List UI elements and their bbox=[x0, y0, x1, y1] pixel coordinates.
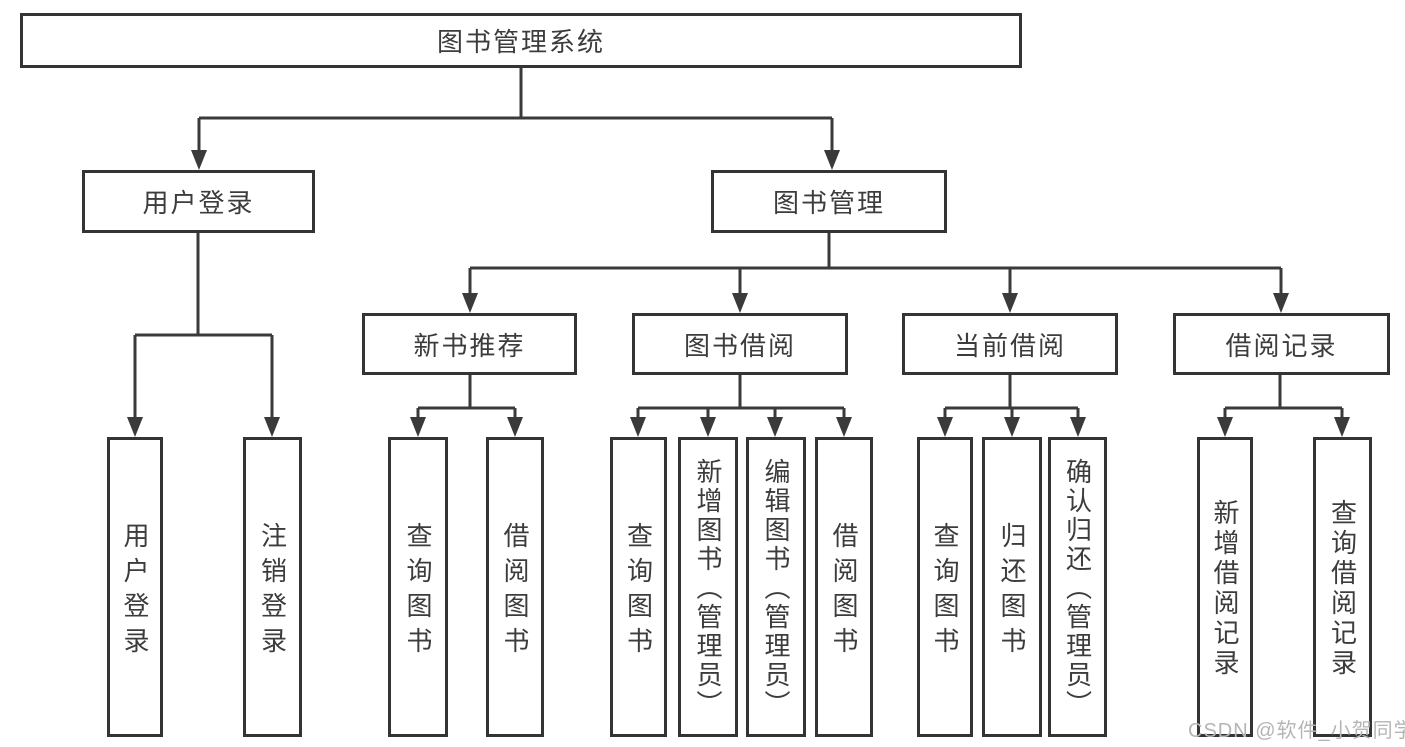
leaf-borrow-book-recommend: 借阅图书 bbox=[486, 437, 544, 737]
node-new-book-recommend: 新书推荐 bbox=[362, 313, 577, 375]
arrow-down-icon bbox=[1273, 293, 1289, 313]
node-label: 当前借阅 bbox=[953, 330, 1066, 361]
leaf-label: 编辑图书（管理员） bbox=[761, 458, 791, 719]
connector-new-book-to-leaves bbox=[410, 375, 523, 437]
arrow-down-icon bbox=[127, 417, 143, 437]
node-label: 借阅记录 bbox=[1225, 330, 1338, 361]
arrow-down-icon bbox=[824, 150, 840, 170]
arrow-down-icon bbox=[1070, 417, 1086, 437]
node-label: 新书推荐 bbox=[413, 330, 526, 361]
node-root-label: 图书管理系统 bbox=[436, 27, 605, 57]
arrow-down-icon bbox=[191, 150, 207, 170]
csdn-watermark: CSDN @软件_小贺同学 bbox=[1188, 720, 1405, 742]
arrow-down-icon bbox=[937, 417, 953, 437]
connector-current-borrow-to-leaves bbox=[937, 375, 1086, 437]
node-label: 用户登录 bbox=[142, 188, 255, 218]
arrow-down-icon bbox=[507, 417, 523, 437]
leaf-query-borrow-record: 查询借阅记录 bbox=[1313, 437, 1372, 737]
leaf-query-book-borrow: 查询图书 bbox=[610, 437, 667, 737]
arrow-down-icon bbox=[700, 417, 716, 437]
node-borrow-records: 借阅记录 bbox=[1173, 313, 1390, 375]
leaf-label: 新增借阅记录 bbox=[1210, 499, 1240, 679]
leaf-edit-book-admin: 编辑图书（管理员） bbox=[746, 437, 806, 737]
leaf-borrow-book: 借阅图书 bbox=[815, 437, 873, 737]
node-current-borrow: 当前借阅 bbox=[902, 313, 1118, 375]
arrow-down-icon bbox=[410, 417, 426, 437]
arrow-down-icon bbox=[767, 417, 783, 437]
leaf-label: 用户登录 bbox=[120, 521, 150, 662]
leaf-query-book-current: 查询图书 bbox=[917, 437, 973, 737]
leaf-add-borrow-record: 新增借阅记录 bbox=[1197, 437, 1253, 737]
arrow-down-icon bbox=[836, 417, 852, 437]
leaf-confirm-return-admin: 确认归还（管理员） bbox=[1048, 437, 1107, 737]
node-root: 图书管理系统 bbox=[20, 13, 1022, 68]
node-label: 图书借阅 bbox=[683, 330, 796, 361]
leaf-label: 借阅图书 bbox=[829, 521, 859, 662]
arrow-down-icon bbox=[1217, 417, 1233, 437]
leaf-label: 查询图书 bbox=[623, 521, 654, 662]
arrow-down-icon bbox=[1004, 417, 1020, 437]
connector-book-mgmt-to-level2 bbox=[462, 233, 1289, 313]
leaf-label: 注销登录 bbox=[257, 521, 288, 662]
connector-borrow-records-to-leaves bbox=[1217, 375, 1350, 437]
arrow-down-icon bbox=[732, 293, 748, 313]
leaf-label: 查询图书 bbox=[403, 521, 433, 662]
leaf-label: 归还图书 bbox=[997, 521, 1027, 662]
node-label: 图书管理 bbox=[772, 188, 885, 218]
leaf-user-login: 用户登录 bbox=[107, 437, 163, 737]
connector-book-borrow-to-leaves bbox=[630, 375, 852, 437]
leaf-add-book-admin: 新增图书（管理员） bbox=[678, 437, 738, 737]
connector-user-login-to-leaves bbox=[127, 233, 280, 437]
connector-root-to-level1 bbox=[191, 68, 840, 170]
leaf-query-book-recommend: 查询图书 bbox=[388, 437, 448, 737]
arrow-down-icon bbox=[264, 417, 280, 437]
leaf-label: 借阅图书 bbox=[500, 521, 530, 662]
node-book-management: 图书管理 bbox=[711, 170, 947, 233]
arrow-down-icon bbox=[1334, 417, 1350, 437]
arrow-down-icon bbox=[630, 417, 646, 437]
leaf-label: 查询图书 bbox=[930, 521, 960, 662]
arrow-down-icon bbox=[1002, 293, 1018, 313]
arrow-down-icon bbox=[462, 293, 478, 313]
leaf-label: 确认归还（管理员） bbox=[1062, 458, 1093, 719]
node-book-borrow: 图书借阅 bbox=[632, 313, 848, 375]
node-user-login-branch: 用户登录 bbox=[82, 170, 315, 233]
leaf-label: 查询借阅记录 bbox=[1327, 499, 1358, 679]
leaf-label: 新增图书（管理员） bbox=[693, 458, 723, 719]
leaf-return-book: 归还图书 bbox=[982, 437, 1042, 737]
leaf-logout-login: 注销登录 bbox=[243, 437, 302, 737]
